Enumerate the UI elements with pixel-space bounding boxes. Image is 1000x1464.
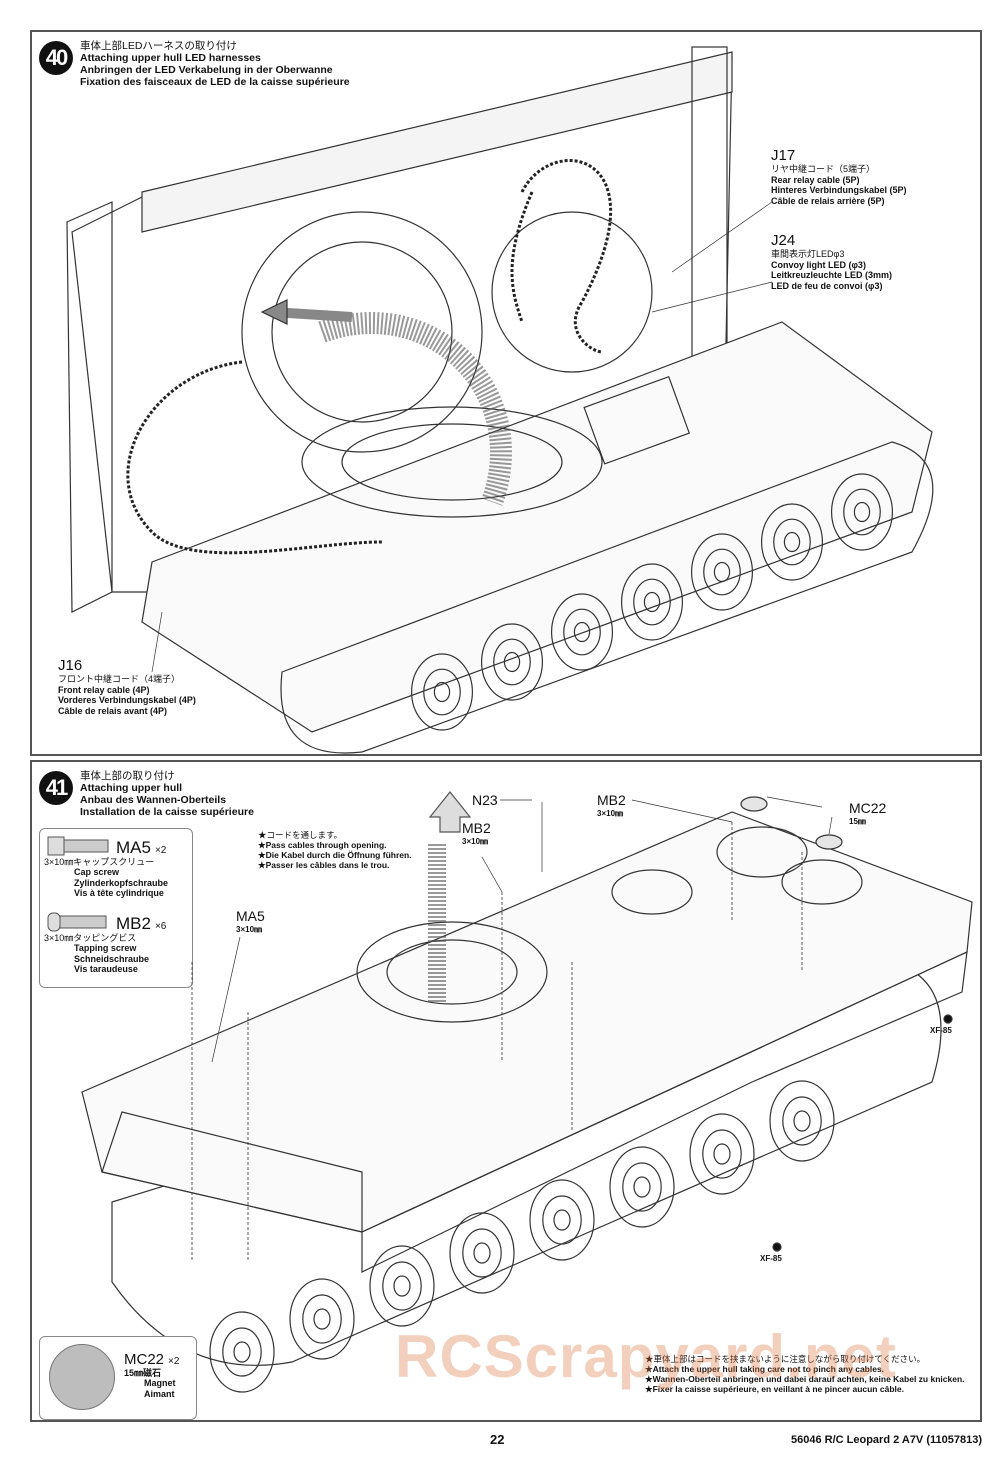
road-wheel bbox=[793, 1110, 811, 1132]
step-title: 車体上部の取り付け Attaching upper hull Anbau des… bbox=[80, 770, 254, 818]
part-mc22: MC22×2 15㎜磁石 Magnet Aimant bbox=[124, 1351, 180, 1399]
road-wheel bbox=[843, 488, 881, 536]
road-wheel bbox=[209, 1311, 275, 1393]
step-number: 40 bbox=[39, 41, 73, 75]
road-wheel bbox=[233, 1341, 251, 1363]
road-wheel bbox=[369, 1245, 435, 1327]
road-wheel bbox=[702, 1129, 742, 1179]
cable-note: ★コードを通します。 ★Pass cables through opening.… bbox=[258, 830, 412, 870]
upper-hull-drawing bbox=[81, 791, 973, 1393]
road-wheel bbox=[462, 1228, 502, 1278]
road-wheel bbox=[713, 1143, 731, 1165]
step-41-panel: 41 車体上部の取り付け Attaching upper hull Anbau … bbox=[30, 760, 982, 1422]
parts-box: MA5×2 3×10㎜キャップスクリュー Cap screw Zylinderk… bbox=[39, 828, 193, 988]
part-mb2: MB2×6 3×10㎜タッピングビス Tapping screw Schneid… bbox=[44, 914, 167, 974]
road-wheel bbox=[769, 1080, 835, 1162]
road-wheel bbox=[690, 533, 753, 611]
road-wheel bbox=[382, 1261, 422, 1311]
road-wheel bbox=[473, 1242, 491, 1264]
step-number: 41 bbox=[39, 771, 73, 805]
callout-n23: N23 bbox=[472, 792, 498, 808]
watermark: RCScrapyard.net bbox=[395, 1323, 897, 1390]
road-wheel bbox=[493, 638, 531, 686]
road-wheel bbox=[289, 1278, 355, 1360]
road-wheel bbox=[689, 1113, 755, 1195]
road-wheel bbox=[313, 1308, 331, 1330]
road-wheel bbox=[760, 503, 823, 581]
page-number: 22 bbox=[490, 1432, 505, 1447]
caution-note: ★車体上部はコードを挟まないように注意しながら取り付けてください。 ★Attac… bbox=[645, 1354, 965, 1394]
paint-xf85-right: XF-85 bbox=[930, 1026, 952, 1035]
road-wheel bbox=[853, 501, 871, 523]
callout-j16: J16 フロント中継コード（4端子） Front relay cable (4P… bbox=[58, 657, 196, 716]
road-wheel bbox=[782, 1096, 822, 1146]
road-wheel bbox=[542, 1195, 582, 1245]
road-wheel bbox=[529, 1179, 595, 1261]
callout-j17: J17 リヤ中継コード（5端子） Rear relay cable (5P) H… bbox=[771, 147, 907, 206]
road-wheel bbox=[553, 1209, 571, 1231]
road-wheel bbox=[573, 621, 591, 643]
road-wheel bbox=[411, 653, 474, 731]
road-wheel bbox=[703, 548, 741, 596]
road-wheel bbox=[563, 608, 601, 656]
road-wheel bbox=[393, 1275, 411, 1297]
road-wheel bbox=[481, 623, 544, 701]
magnet-icon bbox=[49, 1344, 115, 1410]
paint-xf85-center: XF-85 bbox=[760, 1254, 782, 1263]
step-title: 車体上部LEDハーネスの取り付け Attaching upper hull LE… bbox=[80, 40, 350, 88]
road-wheel bbox=[222, 1327, 262, 1377]
road-wheel bbox=[783, 531, 801, 553]
road-wheel bbox=[713, 561, 731, 583]
road-wheel bbox=[302, 1294, 342, 1344]
callout-j24: J24 車間表示灯LEDφ3 Convoy light LED (φ3) Lei… bbox=[771, 232, 893, 291]
road-wheel bbox=[620, 563, 683, 641]
road-wheel bbox=[423, 668, 461, 716]
road-wheel bbox=[633, 578, 671, 626]
part-ma5: MA5×2 3×10㎜キャップスクリュー Cap screw Zylinderk… bbox=[44, 838, 169, 898]
footer-product: 56046 R/C Leopard 2 A7V (11057813) bbox=[791, 1434, 982, 1446]
road-wheel bbox=[609, 1146, 675, 1228]
road-wheel bbox=[830, 473, 893, 551]
road-wheel bbox=[622, 1162, 662, 1212]
magnet-box: MC22×2 15㎜磁石 Magnet Aimant bbox=[39, 1336, 197, 1420]
road-wheel bbox=[550, 593, 613, 671]
screw-icons bbox=[47, 836, 109, 932]
step-40-panel: 40 車体上部LEDハーネスの取り付け Attaching upper hull… bbox=[30, 30, 982, 756]
road-wheel bbox=[633, 1176, 651, 1198]
road-wheel bbox=[773, 518, 811, 566]
lower-hull-drawing bbox=[66, 46, 934, 754]
road-wheel bbox=[503, 651, 521, 673]
road-wheel bbox=[643, 591, 661, 613]
road-wheel bbox=[433, 681, 451, 703]
